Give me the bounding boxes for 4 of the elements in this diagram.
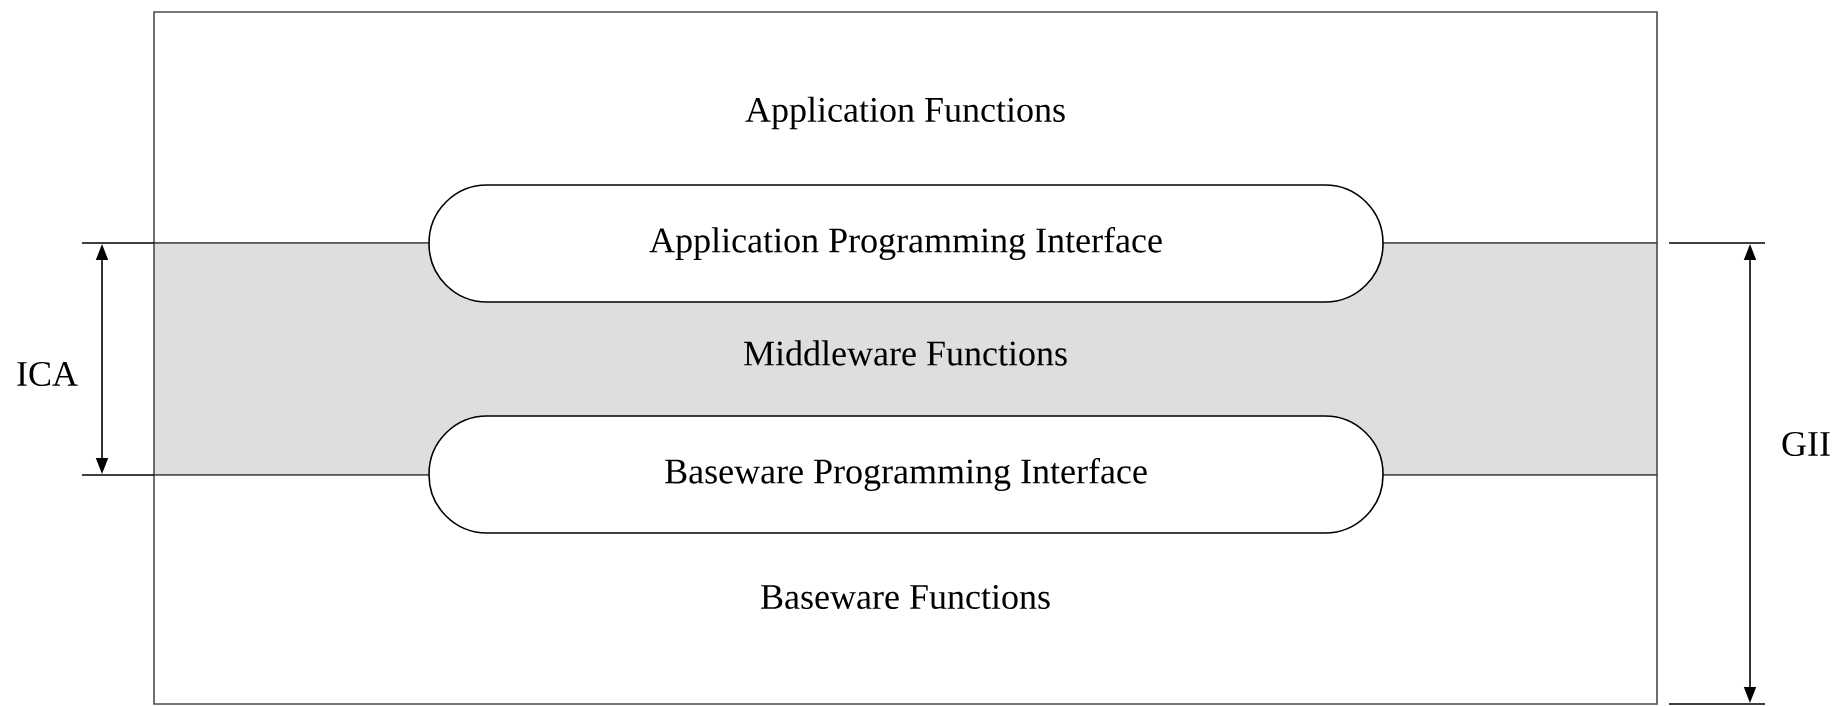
interface-pill: Baseware Programming Interface <box>428 415 1384 534</box>
interface-pill: Application Programming Interface <box>428 184 1384 303</box>
dimension-label: ICA <box>17 361 78 387</box>
dimension-label: GII <box>1782 431 1830 457</box>
